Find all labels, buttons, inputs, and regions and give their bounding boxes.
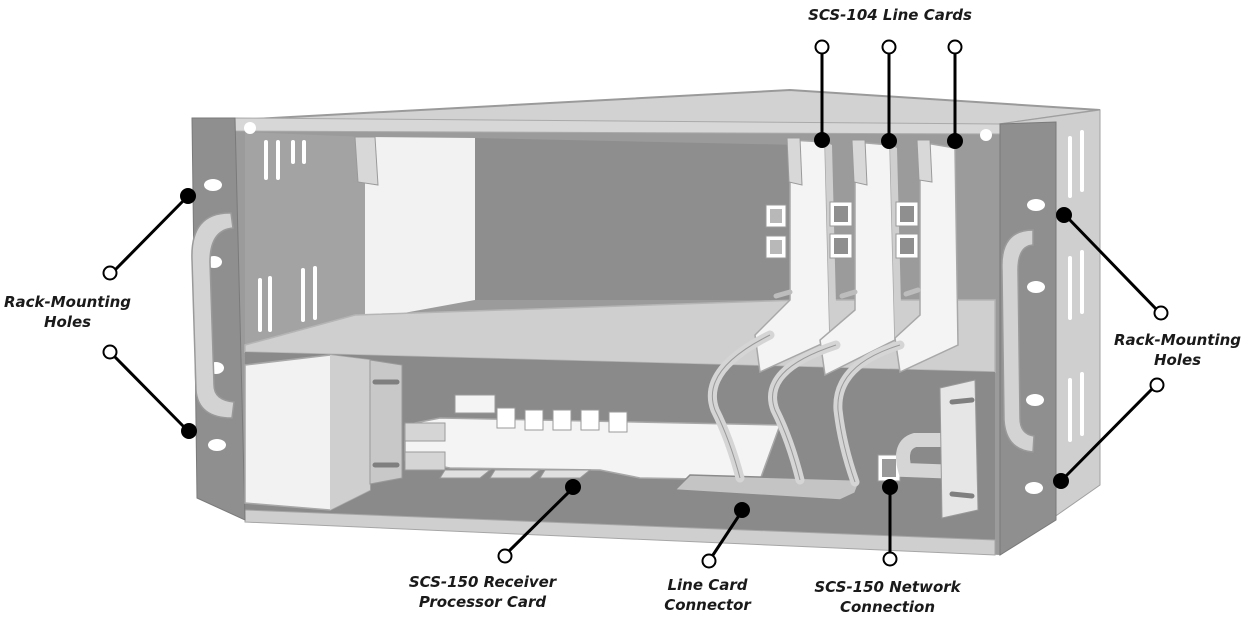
label-rack-holes-left-line1: Rack-Mounting: [0, 292, 135, 312]
label-receiver-card-line1: SCS-150 Receiver: [400, 572, 565, 592]
label-receiver-card-line2: Processor Card: [400, 592, 565, 612]
right-mount-hole-1: [1027, 199, 1045, 211]
receiver-card-fingers: [440, 470, 590, 478]
label-rack-holes-left-line2: Holes: [0, 312, 135, 332]
callout-receiver-open: [499, 550, 512, 563]
callout-left-holes-open-bottom: [104, 346, 117, 359]
callout-network-open: [884, 553, 897, 566]
right-mount-hole-3: [1026, 394, 1044, 406]
card-guide-left: [355, 137, 378, 185]
upper-left-white-panel: [365, 137, 475, 320]
callout-connector-open: [703, 555, 716, 568]
line-card-2-tab: [852, 140, 867, 185]
line-card-1-tab: [787, 138, 802, 185]
label-receiver-card: SCS-150 Receiver Processor Card: [400, 572, 565, 612]
callout-line-card-1-open: [816, 41, 829, 54]
upper-back-wall: [475, 138, 800, 300]
callout-receiver-dot: [567, 481, 580, 494]
callout-line-card-3-dot: [949, 135, 962, 148]
callout-right-holes-open-bottom: [1151, 379, 1164, 392]
label-line-cards-text: SCS-104 Line Cards: [790, 5, 990, 25]
label-network-connection-line2: Connection: [800, 597, 975, 617]
callout-left-holes-dot-top: [182, 190, 195, 203]
callout-line-card-2-open: [883, 41, 896, 54]
callout-left-holes-dot-bottom: [183, 425, 196, 438]
callout-connector-dot: [736, 504, 749, 517]
label-rack-holes-left: Rack-Mounting Holes: [0, 292, 135, 332]
left-mount-hole-1: [204, 179, 222, 191]
label-network-connection: SCS-150 Network Connection: [800, 577, 975, 617]
callout-network-dot: [884, 481, 897, 494]
callout-line-card-3-open: [949, 41, 962, 54]
power-block-side: [330, 355, 370, 510]
right-mount-hole-2: [1027, 281, 1045, 293]
callout-line-card-1-dot: [816, 134, 829, 147]
rail-screw-right: [980, 129, 992, 141]
line-card-3-tab: [917, 140, 932, 182]
label-rack-holes-right: Rack-Mounting Holes: [1105, 330, 1250, 370]
label-network-connection-line1: SCS-150 Network: [800, 577, 975, 597]
callout-left-holes-open-top: [104, 267, 117, 280]
label-line-cards: SCS-104 Line Cards: [790, 5, 990, 25]
label-line-card-connector: Line Card Connector: [645, 575, 770, 615]
label-line-card-connector-line2: Connector: [645, 595, 770, 615]
right-rack-ear: [1000, 110, 1100, 555]
left-mount-hole-4: [208, 439, 226, 451]
label-line-card-connector-line1: Line Card: [645, 575, 770, 595]
callout-right-holes-dot-top: [1058, 209, 1071, 222]
right-mount-hole-4: [1025, 482, 1043, 494]
callout-right-holes-open-top: [1155, 307, 1168, 320]
label-rack-holes-right-line1: Rack-Mounting: [1105, 330, 1250, 350]
callout-right-holes-dot-bottom: [1055, 475, 1068, 488]
callout-line-card-2-dot: [883, 135, 896, 148]
rail-screw-left: [244, 122, 256, 134]
label-rack-holes-right-line2: Holes: [1105, 350, 1250, 370]
